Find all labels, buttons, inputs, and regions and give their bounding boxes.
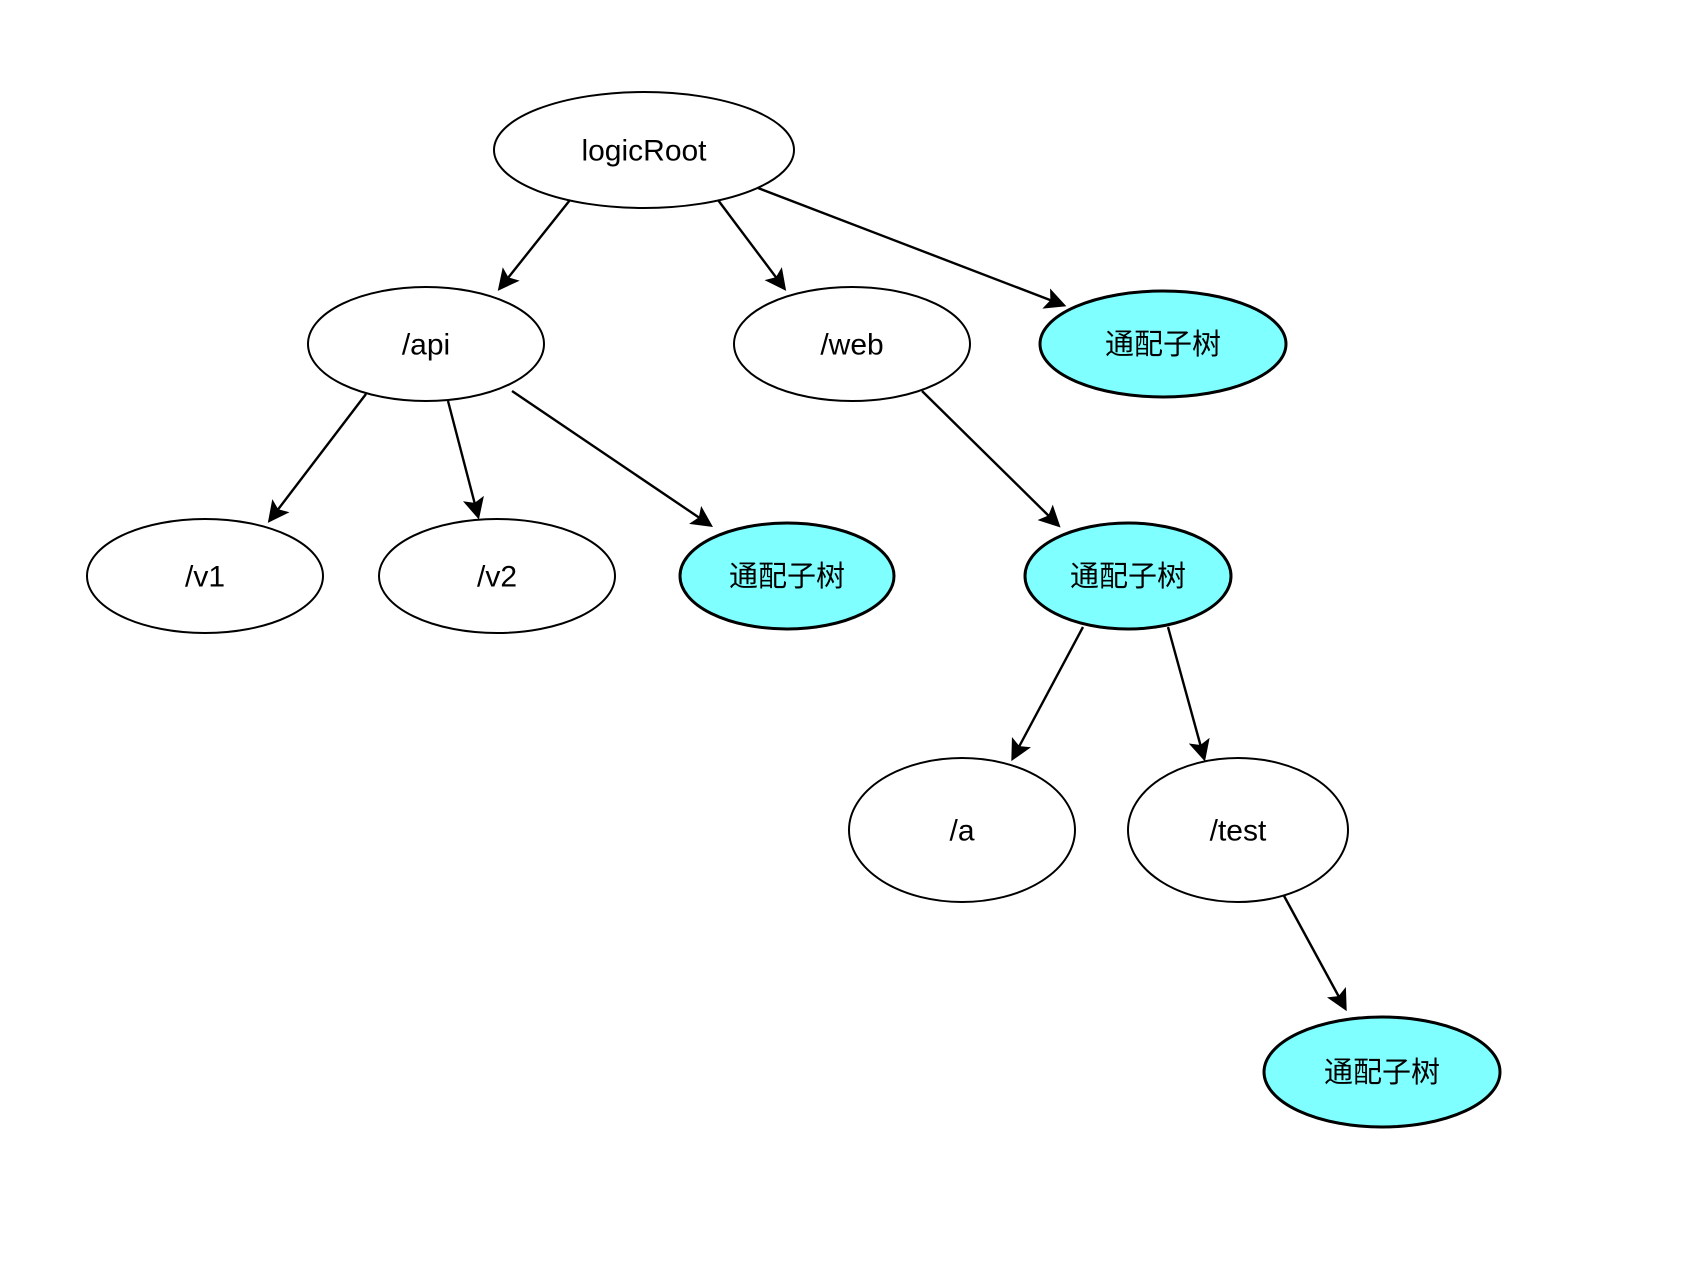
node-label-test: /test [1210,815,1267,848]
node-shape-a[interactable] [848,757,1076,903]
edge-api-to-v2 [446,400,484,520]
node-logicRoot[interactable]: logicRoot [493,91,795,209]
node-shape-wildRoot[interactable] [1038,289,1288,399]
node-label-wildRoot: 通配子树 [1105,328,1221,361]
node-web[interactable]: /web [733,286,971,402]
edge-logicRoot-to-web [717,199,787,291]
node-label-logicRoot: logicRoot [581,135,707,168]
edge-logicRoot-to-wildRoot [757,186,1067,309]
node-label-v1: /v1 [185,561,225,594]
edge-api-to-v1 [267,393,367,523]
node-wildTest[interactable]: 通配子树 [1262,1015,1502,1129]
edge-wildWeb-to-a [1011,626,1085,762]
edge-web-to-wildWeb [921,390,1061,528]
node-label-wildTest: 通配子树 [1324,1056,1440,1089]
node-v1[interactable]: /v1 [86,518,324,634]
node-label-wildApi: 通配子树 [729,560,845,593]
edges-layer [267,186,1347,1012]
edge-logicRoot-to-api [497,199,571,291]
node-wildWeb[interactable]: 通配子树 [1023,521,1233,631]
node-shape-logicRoot[interactable] [493,91,795,209]
edge-wildWeb-to-test [1166,626,1210,762]
node-label-wildWeb: 通配子树 [1070,560,1186,593]
node-shape-wildApi[interactable] [678,521,896,631]
node-wildRoot[interactable]: 通配子树 [1038,289,1288,399]
node-test[interactable]: /test [1127,757,1349,903]
node-shape-wildTest[interactable] [1262,1015,1502,1129]
node-label-a: /a [949,815,974,848]
node-wildApi[interactable]: 通配子树 [678,521,896,631]
node-label-web: /web [820,329,883,362]
node-shape-test[interactable] [1127,757,1349,903]
node-shape-web[interactable] [733,286,971,402]
node-v2[interactable]: /v2 [378,518,616,634]
node-api[interactable]: /api [307,286,545,402]
edge-test-to-wildTest [1281,893,1347,1012]
node-shape-v1[interactable] [86,518,324,634]
edge-api-to-wildApi [511,390,713,528]
node-label-api: /api [402,329,450,362]
node-shape-v2[interactable] [378,518,616,634]
node-a[interactable]: /a [848,757,1076,903]
node-shape-api[interactable] [307,286,545,402]
node-label-v2: /v2 [477,561,517,594]
node-shape-wildWeb[interactable] [1023,521,1233,631]
